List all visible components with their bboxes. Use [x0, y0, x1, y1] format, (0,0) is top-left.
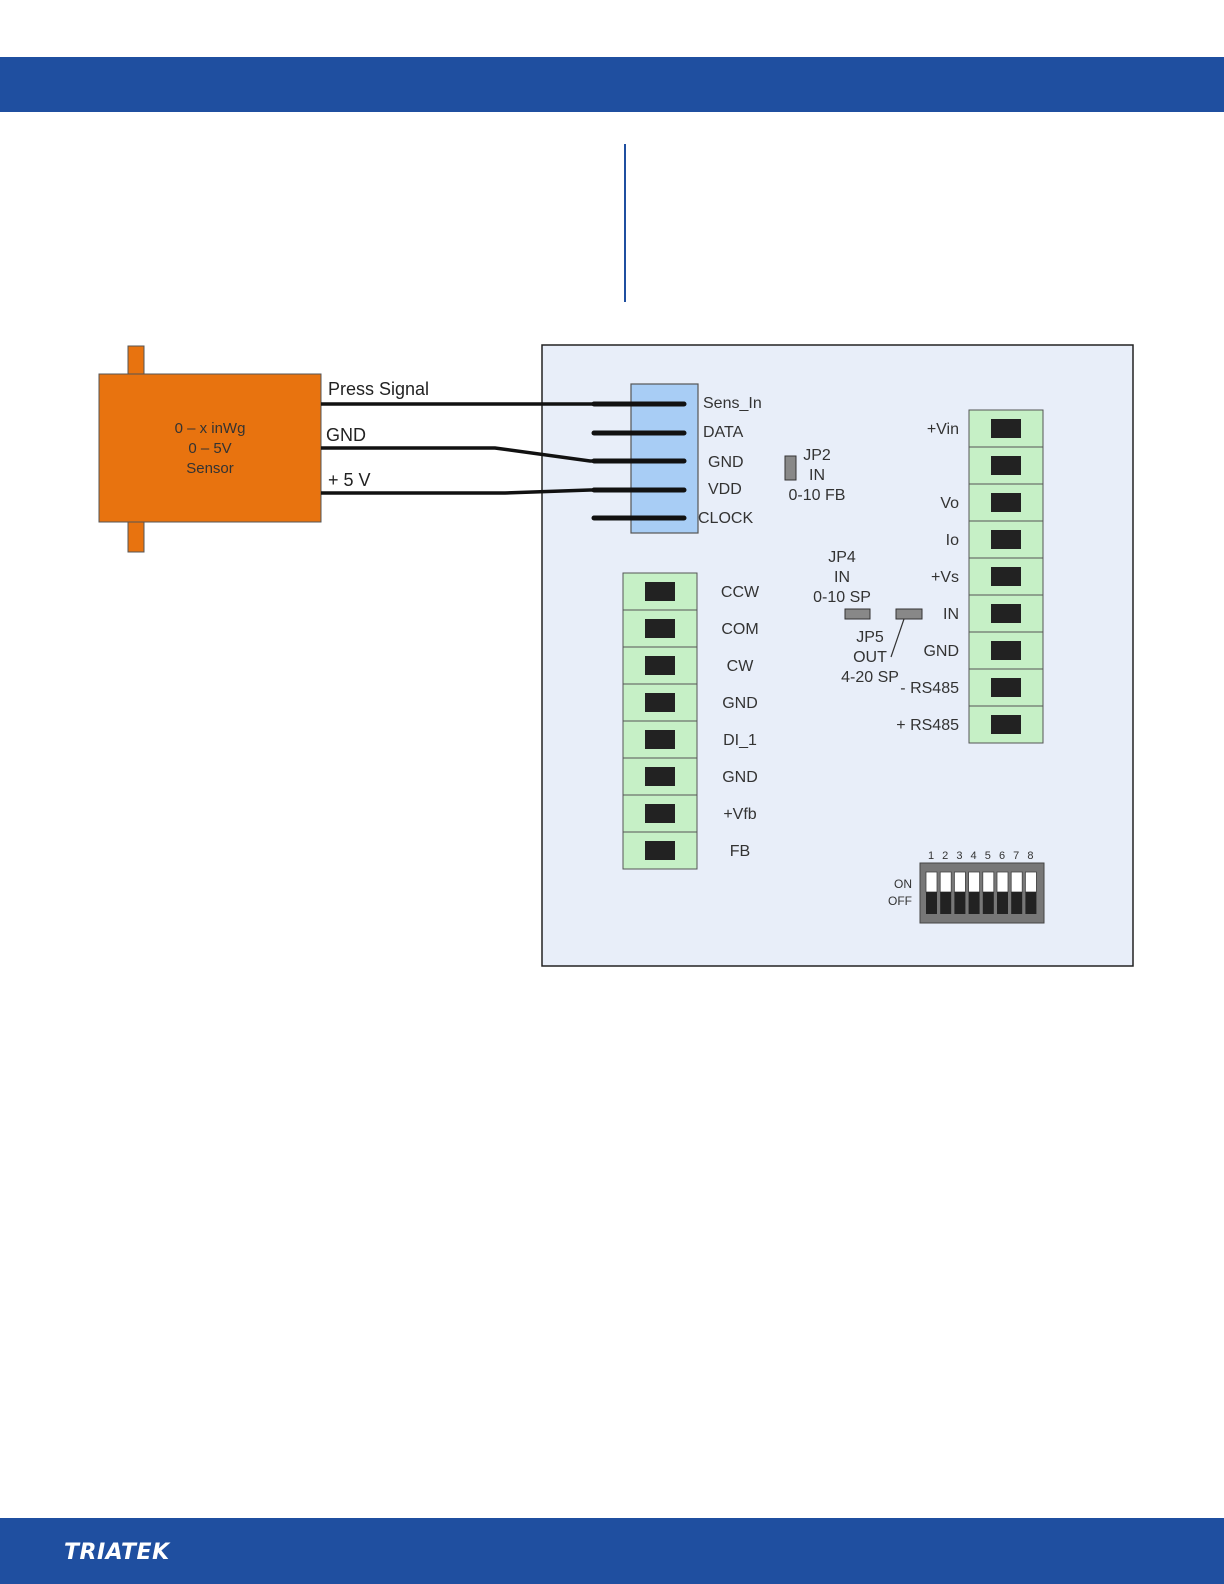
jp5-name: JP5 [856, 629, 884, 646]
wire-label-gnd: GND [326, 425, 366, 445]
right-terminal-screw [991, 493, 1021, 512]
sensor-port-bottom [128, 520, 144, 552]
right-terminal-screw [991, 604, 1021, 623]
jp2-mode: IN [809, 467, 825, 484]
right-terminal-screw [991, 456, 1021, 475]
dip-number-label: 3 [956, 850, 962, 862]
sensor-type-label: Sensor [186, 460, 234, 477]
wire-label-5v: + 5 V [328, 470, 371, 490]
right-terminal-screw [991, 530, 1021, 549]
dip-number-label: 1 [928, 850, 934, 862]
dip-off-label: OFF [888, 894, 912, 908]
dip-toggle-on-area [969, 872, 980, 892]
right-terminal-label: Io [946, 532, 959, 549]
pressure-sensor: 0 – x inWg 0 – 5V Sensor [99, 346, 321, 552]
jp2-desc: 0-10 FB [789, 487, 846, 504]
triatek-logo: TRIATEK [64, 1540, 170, 1565]
wire-label-press-signal: Press Signal [328, 379, 429, 399]
left-terminal-screw [645, 582, 675, 601]
dip-toggle-lever [983, 892, 994, 914]
dip-number-label: 5 [985, 850, 991, 862]
dip-toggle-on-area [1011, 872, 1022, 892]
jp5-mode: OUT [853, 649, 887, 666]
left-terminal-label: GND [722, 769, 758, 786]
jp4-name: JP4 [828, 549, 856, 566]
dip-number-label: 2 [942, 850, 948, 862]
left-terminal-label: FB [730, 843, 750, 860]
pin-label-data: DATA [703, 424, 744, 441]
left-terminal-screw [645, 730, 675, 749]
dip-toggle-on-area [1025, 872, 1036, 892]
jp4-desc: 0-10 SP [813, 589, 871, 606]
dip-toggle-lever [1011, 892, 1022, 914]
sensor-voltage-label: 0 – 5V [188, 440, 231, 457]
right-terminal-screw [991, 567, 1021, 586]
jp5-jumper [896, 609, 922, 619]
left-terminal-screw [645, 767, 675, 786]
dip-toggle-lever [954, 892, 965, 914]
dip-toggle-on-area [940, 872, 951, 892]
right-terminal-label: Vo [940, 495, 959, 512]
pin-label-vdd: VDD [708, 481, 742, 498]
left-terminal-label: CW [727, 658, 755, 675]
dip-toggle-on-area [997, 872, 1008, 892]
jp4-mode: IN [834, 569, 850, 586]
left-terminal-label: +Vfb [723, 806, 756, 823]
pin-label-sens-in: Sens_In [703, 395, 762, 412]
dip-toggle-lever [1025, 892, 1036, 914]
dip-number-label: 6 [999, 850, 1005, 862]
left-terminal-label: COM [721, 621, 758, 638]
right-terminal-label: +Vin [927, 421, 959, 438]
jp5-desc: 4-20 SP [841, 669, 899, 686]
right-terminal-label: +Vs [931, 569, 959, 586]
left-terminal-screw [645, 693, 675, 712]
jp2-jumper [785, 456, 796, 480]
dip-on-label: ON [894, 877, 912, 891]
sensor-range-label: 0 – x inWg [175, 420, 246, 437]
jp4-jumper [845, 609, 870, 619]
right-terminal-screw [991, 715, 1021, 734]
left-terminal-label: DI_1 [723, 732, 757, 749]
dip-number-label: 4 [971, 850, 977, 862]
dip-toggle-lever [926, 892, 937, 914]
pin-label-clock: CLOCK [698, 510, 753, 527]
dip-toggle-on-area [926, 872, 937, 892]
pin-label-gnd: GND [708, 454, 744, 471]
left-terminal-label: CCW [721, 584, 760, 601]
sensor-port-top [128, 346, 144, 376]
right-terminal-label: - RS485 [900, 680, 959, 697]
dip-number-label: 8 [1027, 850, 1033, 862]
dip-toggle-lever [940, 892, 951, 914]
right-terminal-label: GND [923, 643, 959, 660]
left-terminal-screw [645, 656, 675, 675]
left-terminal-screw [645, 804, 675, 823]
dip-toggle-on-area [983, 872, 994, 892]
footer-band [0, 1518, 1224, 1584]
right-terminal-screw [991, 641, 1021, 660]
dip-number-label: 7 [1013, 850, 1019, 862]
right-terminal-screw [991, 419, 1021, 438]
right-terminal-label: + RS485 [896, 717, 959, 734]
dip-toggle-lever [969, 892, 980, 914]
right-terminal-screw [991, 678, 1021, 697]
dip-toggle-lever [997, 892, 1008, 914]
left-terminal-label: GND [722, 695, 758, 712]
left-terminal-screw [645, 841, 675, 860]
right-terminal-label: IN [943, 606, 959, 623]
left-terminal-screw [645, 619, 675, 638]
jp2-name: JP2 [803, 447, 831, 464]
dip-toggle-on-area [954, 872, 965, 892]
